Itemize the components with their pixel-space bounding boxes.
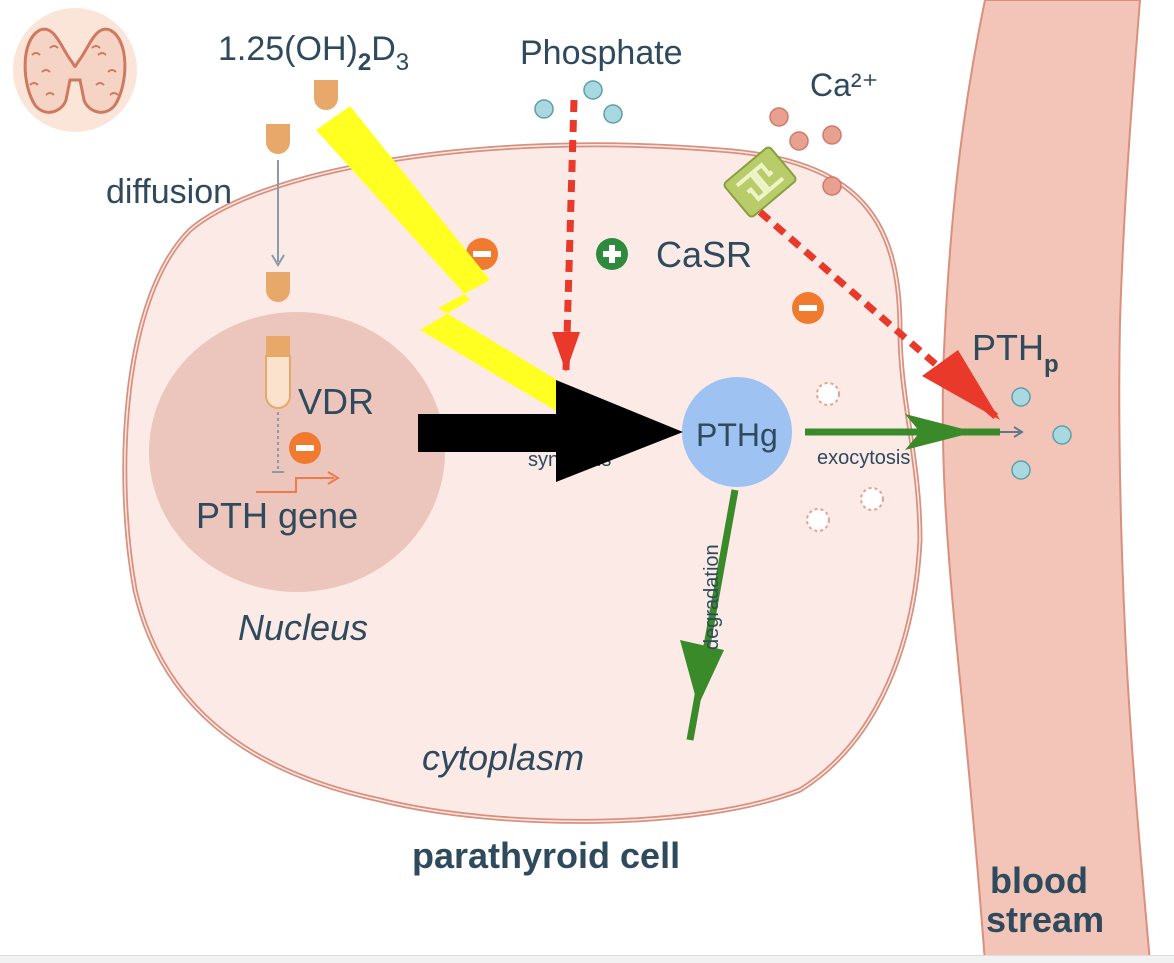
diffusion-label: diffusion <box>106 173 232 211</box>
pthg-vesicle <box>682 377 792 487</box>
pthp-label: PTHp <box>972 327 1059 378</box>
minus-icon <box>792 292 824 324</box>
phosphate-ions <box>534 80 623 124</box>
bottom-divider <box>0 955 1174 963</box>
degradation-label: degradation <box>701 544 723 650</box>
vdr-receptor <box>265 355 291 409</box>
stream-label: stream <box>986 899 1104 940</box>
pthp-ions <box>1011 387 1072 480</box>
phosphate-stimulation-arrow <box>562 99 578 371</box>
plus-icon <box>596 238 628 270</box>
phosphate-label: Phosphate <box>520 34 683 72</box>
nucleus-label: Nucleus <box>238 607 368 648</box>
minus-icon <box>289 432 321 464</box>
pthg-label: PTHg <box>696 417 778 453</box>
calcium-ions <box>769 107 842 196</box>
blood-vessel <box>941 0 1152 962</box>
casr-label: CaSR <box>656 234 752 275</box>
casr-receptor-icon <box>723 146 797 218</box>
cytoplasm-label: cytoplasm <box>422 737 584 778</box>
calcium-label: Ca²⁺ <box>810 67 878 103</box>
vdr-label: VDR <box>298 381 374 422</box>
thyroid-icon <box>13 8 137 132</box>
blood-label: blood <box>990 860 1088 901</box>
exocytosis-label: exocytosis <box>817 447 910 469</box>
parathyroid-cell-label: parathyroid cell <box>412 835 680 876</box>
vitamin-d-label: 1.25(OH)2D3 <box>218 30 409 76</box>
pth-gene-label: PTH gene <box>196 495 358 536</box>
secretory-vesicles <box>806 382 884 532</box>
annotation-arrow-black <box>418 380 683 482</box>
annotation-arrow-yellow <box>316 106 610 418</box>
